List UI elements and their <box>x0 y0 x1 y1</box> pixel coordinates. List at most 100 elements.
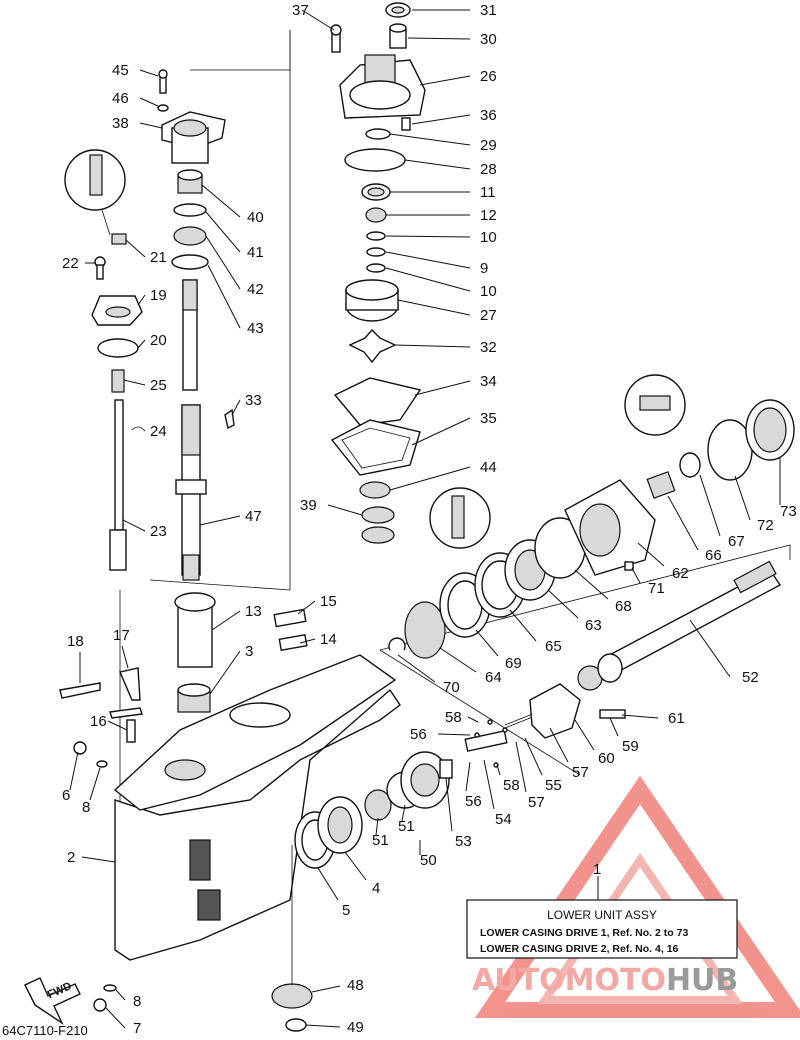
callout-number: 10 <box>480 229 497 246</box>
callout-leader <box>375 817 379 836</box>
callout-leader <box>689 619 731 678</box>
callout-number: 70 <box>443 679 460 696</box>
callout-number: 71 <box>648 580 665 597</box>
callout-leader <box>207 264 241 329</box>
callout-leader <box>437 733 471 736</box>
assembly-line-2: LOWER CASING DRIVE 2, Ref. No. 4, 16 <box>480 943 679 955</box>
callout-number: 7 <box>133 1020 141 1037</box>
assembly-line-1: LOWER CASING DRIVE 1, Ref. No. 2 to 73 <box>480 927 688 939</box>
callout-number: 31 <box>480 2 497 19</box>
callout-number: 29 <box>480 137 497 154</box>
callout-leader <box>483 759 495 810</box>
callout-number: 20 <box>150 332 167 349</box>
callout-leader <box>69 751 79 791</box>
callout-number: 34 <box>480 373 497 390</box>
callout-number: 47 <box>245 508 262 525</box>
callout-leader <box>297 600 316 615</box>
callout-leader <box>574 569 609 600</box>
callout-leader <box>139 122 163 129</box>
callout-leader <box>397 654 436 683</box>
callout-leader <box>667 495 699 551</box>
callout-leader <box>439 647 477 673</box>
callout-labels: 3130263629281112109102732343544393745463… <box>62 2 797 1037</box>
callout-number: 45 <box>112 62 129 79</box>
callout-number: 24 <box>150 423 167 440</box>
callout-leader <box>404 159 471 170</box>
callout-leader <box>205 235 241 290</box>
callout-number: 40 <box>247 209 264 226</box>
callout-leader <box>524 737 543 776</box>
callout-number: 59 <box>622 738 639 755</box>
callout-number: 37 <box>292 2 309 19</box>
callout-number: 23 <box>150 523 167 540</box>
callout-number: 9 <box>480 260 488 277</box>
callout-leader <box>305 1024 341 1028</box>
forward-arrow: FWD <box>24 977 81 1025</box>
callout-number: 62 <box>672 565 689 582</box>
callout-number: 56 <box>410 726 427 743</box>
callout-leader <box>407 37 471 40</box>
callout-leader <box>143 429 146 432</box>
callout-number: 8 <box>82 799 90 816</box>
watermark-text: AUTOMOTOHUB <box>472 963 738 998</box>
callout-number: 3 <box>245 643 253 660</box>
callout-number: 65 <box>545 638 562 655</box>
callout-leader <box>137 294 146 306</box>
callout-number: 72 <box>757 517 774 534</box>
callout-leader <box>205 211 241 253</box>
callout-leader <box>496 764 501 776</box>
callout-number: 5 <box>342 902 350 919</box>
callout-leader <box>637 542 665 567</box>
callout-number: 68 <box>615 598 632 615</box>
callout-number: 15 <box>320 593 337 610</box>
callout-leader <box>209 650 241 695</box>
callout-number: 58 <box>503 777 520 794</box>
callout-number: 56 <box>465 793 482 810</box>
callout-leader <box>734 475 751 521</box>
callout-leader <box>699 474 721 537</box>
callout-number: 28 <box>480 161 497 178</box>
callout-number: 19 <box>150 287 167 304</box>
callout-number: 11 <box>480 184 496 201</box>
callout-number: 38 <box>112 115 129 132</box>
callout-leader <box>465 761 471 792</box>
callout-number: 64 <box>485 669 502 686</box>
callout-number: 21 <box>150 249 167 266</box>
callout-leader <box>137 339 146 349</box>
callout-number: 44 <box>480 459 497 476</box>
callout-number: 35 <box>480 410 497 427</box>
callout-number: 26 <box>480 68 497 85</box>
callout-number: 17 <box>113 627 130 644</box>
callout-number: 41 <box>247 244 264 261</box>
callout-number: 69 <box>505 655 522 672</box>
callout-leader <box>107 720 128 731</box>
callout-leader <box>317 867 339 901</box>
callout-leader <box>389 466 471 491</box>
callout-leader <box>122 519 146 532</box>
callout-leader <box>515 741 527 793</box>
watermark-part2: HUB <box>666 963 738 998</box>
callout-leader <box>609 717 619 737</box>
callout-number: 51 <box>372 832 389 849</box>
callout-number: 4 <box>372 880 380 897</box>
callout-number: 61 <box>668 710 685 727</box>
callout-leader <box>123 379 146 386</box>
callout-number: 22 <box>62 255 79 272</box>
reverse-gear-assembly <box>388 374 795 659</box>
callout-number: 67 <box>728 533 745 550</box>
callout-leader <box>414 380 471 396</box>
shift-rod-assembly <box>64 149 145 571</box>
callout-number: 51 <box>398 818 415 835</box>
callout-leader <box>139 97 159 107</box>
callout-leader <box>509 609 537 642</box>
callout-number: 27 <box>480 307 497 324</box>
callout-leader <box>81 856 116 863</box>
callout-number: 25 <box>150 377 167 394</box>
callout-leader <box>631 567 641 584</box>
callout-leader <box>401 804 406 822</box>
callout-leader <box>394 344 471 348</box>
assembly-frame-lines <box>119 30 791 880</box>
callout-leader <box>344 851 367 881</box>
callout-number: 12 <box>480 207 497 224</box>
callout-number: 33 <box>245 392 262 409</box>
